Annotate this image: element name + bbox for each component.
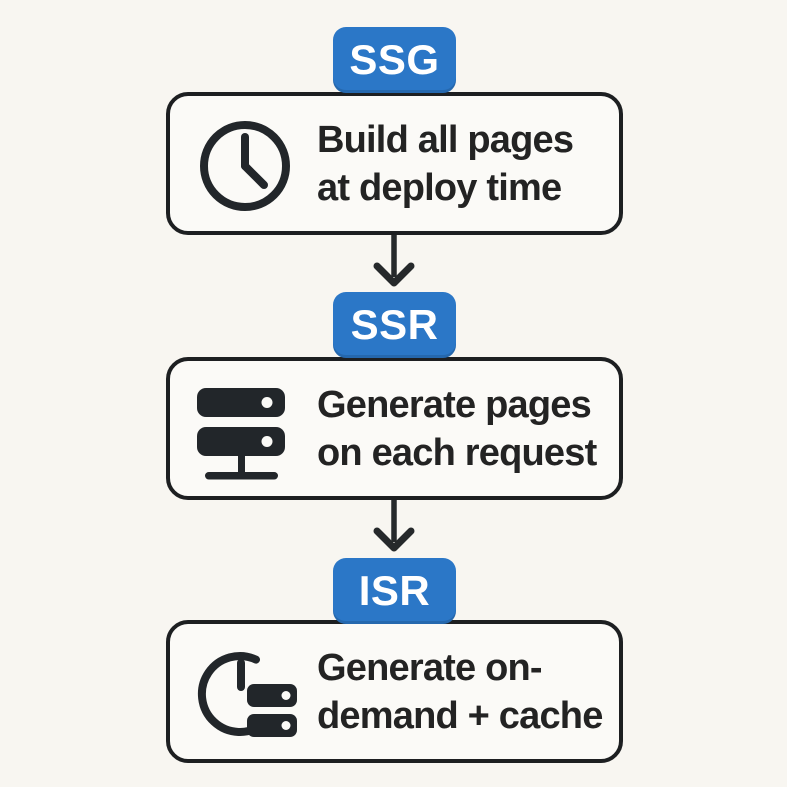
node-box-isr: Generate on- demand + cache	[166, 620, 623, 763]
node-ssr-line1: Generate pages	[317, 383, 592, 426]
node-text-ssr: Generate pages on each request	[317, 361, 597, 496]
arrow-down-icon	[370, 498, 418, 556]
node-ssr-line2: on each request	[317, 431, 597, 474]
node-text-isr: Generate on- demand + cache	[317, 624, 603, 759]
clock-server-icon	[194, 646, 306, 744]
clock-icon	[195, 116, 295, 216]
badge-isr-label: ISR	[358, 567, 431, 614]
node-text-ssg: Build all pages at deploy time	[317, 96, 574, 231]
badge-ssr-label: SSR	[350, 301, 439, 348]
node-isr-line2: demand + cache	[317, 694, 603, 737]
arrow-down-icon	[370, 233, 418, 291]
badge-ssg: SSG	[333, 27, 456, 93]
badge-ssg-label: SSG	[349, 36, 440, 83]
node-ssg-line2: at deploy time	[317, 166, 562, 209]
server-icon	[197, 388, 287, 480]
badge-ssr: SSR	[333, 292, 456, 358]
node-ssg-line1: Build all pages	[317, 118, 574, 161]
badge-isr: ISR	[333, 558, 456, 624]
node-box-ssr: Generate pages on each request	[166, 357, 623, 500]
node-isr-line1: Generate on-	[317, 646, 543, 689]
node-box-ssg: Build all pages at deploy time	[166, 92, 623, 235]
